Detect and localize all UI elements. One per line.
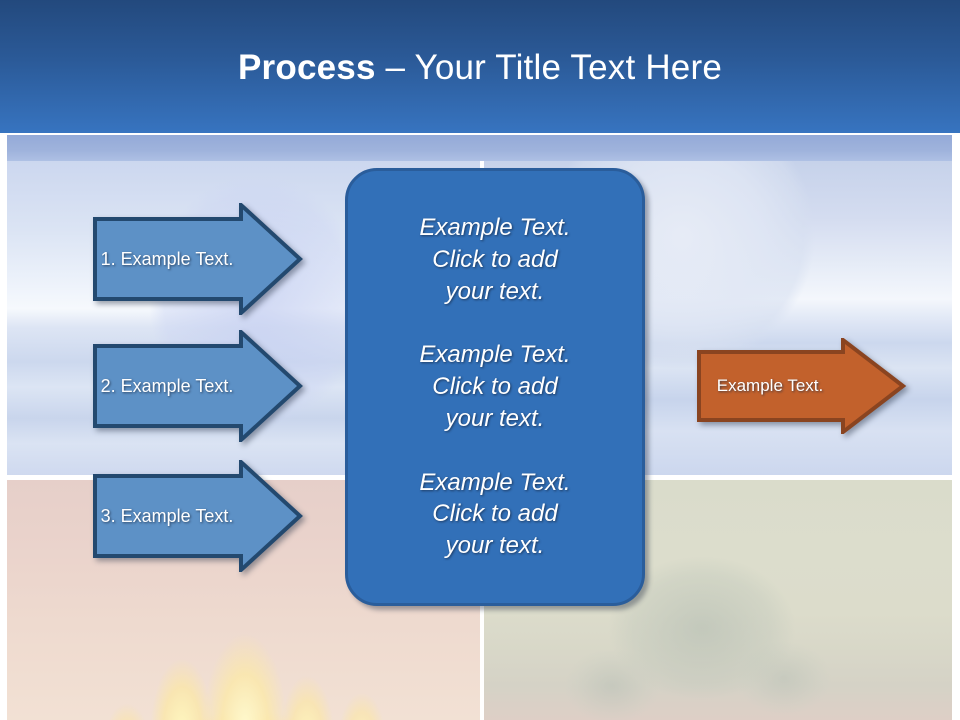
slide-title: Process – Your Title Text Here [0, 48, 960, 88]
step-arrow-1[interactable]: 1. Example Text. [93, 203, 303, 315]
slide-title-bold: Process [238, 48, 376, 87]
center-content-panel[interactable]: Example Text. Click to add your text. Ex… [345, 168, 645, 606]
header-underband [7, 135, 952, 161]
step-arrow-2[interactable]: 2. Example Text. [93, 330, 303, 442]
step-arrow-3[interactable]: 3. Example Text. [93, 460, 303, 572]
result-arrow[interactable]: Example Text. [697, 338, 907, 434]
title-bar: Process – Your Title Text Here [0, 0, 960, 133]
panel-text-block-1: Example Text. Click to add your text. [419, 214, 571, 305]
panel-text-block-2: Example Text. Click to add your text. [419, 341, 571, 432]
panel-text-block-3: Example Text. Click to add your text. [419, 468, 571, 559]
slide-title-rest: – Your Title Text Here [375, 48, 722, 87]
